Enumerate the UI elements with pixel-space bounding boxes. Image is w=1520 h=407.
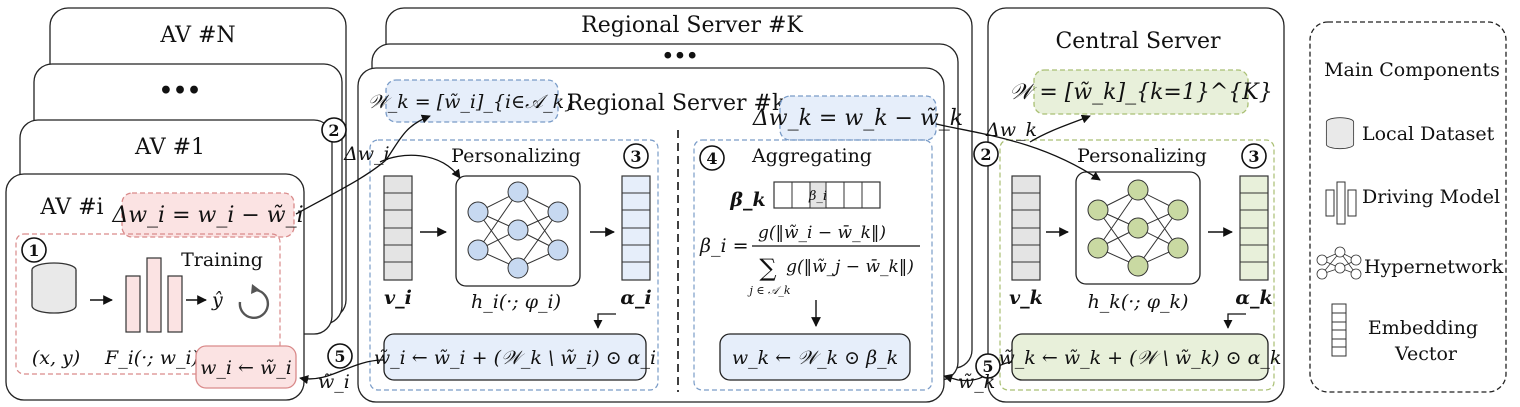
legend-item-driving-model: Driving Model: [1362, 186, 1500, 208]
regional-personalizing-region: [369, 139, 659, 391]
central-personalize-update-box: [1011, 333, 1269, 381]
av-n-title: AV #N: [159, 23, 235, 48]
upload-arrow-regional: [935, 123, 1101, 181]
training-region: [15, 233, 281, 375]
central-hypernetwork-icon: [1075, 171, 1201, 285]
legend-embedding-line: Embedding: [1368, 317, 1478, 339]
step-2-central-badge: [973, 141, 999, 167]
step-5-av-number: 5: [334, 347, 345, 366]
legend-item-hypernetwork: Hypernetwork: [1364, 256, 1504, 278]
legend-title: Main Components: [1324, 59, 1500, 81]
aggregating-region: [693, 139, 933, 391]
av-1-title: AV #1: [134, 135, 205, 160]
regional-delta-formula: Δw_k = w_k − w̃_k: [752, 106, 963, 131]
regional-w-set-box: [385, 79, 559, 123]
av-data-label: (x, y): [32, 347, 80, 369]
driving-model-icon: [125, 257, 183, 333]
step-3-regional-badge: [623, 143, 649, 169]
beta-k-label: β_k: [729, 189, 765, 211]
regional-personalize-update-box: [383, 333, 647, 381]
legend-panel: [1309, 21, 1507, 393]
step-4-badge: [699, 145, 725, 171]
step-4-number: 4: [706, 149, 717, 168]
database-icon: [31, 262, 77, 314]
step-2-central-number: 2: [980, 145, 991, 164]
av-i-title: AV #i: [39, 195, 103, 220]
step-1-number: 1: [28, 241, 39, 260]
step-2-av-number: 2: [328, 121, 339, 140]
central-w-set-box: [1033, 69, 1249, 115]
central-hyper-label: h_k(·; φ_k): [1088, 291, 1189, 313]
wtilde-k-label: w̃_k: [958, 371, 995, 393]
upload-arrow-to-w-set: [1029, 114, 1091, 143]
step-3-central-number: 3: [1248, 147, 1259, 166]
central-w-set: 𝒲 = [w̃_k]_{k=1}^{K}: [1009, 80, 1272, 105]
regional-personalize-update: w̃_i ← w̃_i + (𝒲_k \ w̃_i) ⊙ α_i: [374, 347, 656, 369]
av-update-formula: w_i ← w̃_i: [200, 357, 292, 379]
central-embedding-vector-icon: [1011, 175, 1041, 281]
central-personalizing-title: Personalizing: [1077, 145, 1207, 167]
training-loop-icon: [238, 288, 270, 320]
av-ellipsis: •••: [159, 78, 201, 104]
central-v-label: v_k: [1009, 287, 1043, 309]
step-3-central-badge: [1241, 143, 1267, 169]
beta-denominator: g(‖w̃_j − w̄_k‖): [786, 257, 914, 277]
sum-index: j ∈ 𝒜_k: [746, 284, 790, 297]
legend-driving-model-icon: [1325, 181, 1357, 225]
legend-item-embedding-vector: Embedding Vector: [1368, 317, 1484, 365]
step-3-regional-number: 3: [630, 147, 641, 166]
aggregate-update-box: [719, 333, 911, 381]
regional-alpha-label: α_i: [620, 287, 651, 309]
legend-item-local-dataset: Local Dataset: [1362, 123, 1495, 145]
regional-alpha-vector-icon: [621, 175, 651, 281]
sum-symbol: ∑: [759, 254, 776, 282]
training-label: Training: [181, 249, 263, 271]
regional-hypernetwork-icon: [455, 175, 581, 287]
delta-wi-to-hyper-arrow: [379, 154, 461, 179]
aggregate-update: w_k ← 𝒲_k ⊙ β_k: [732, 347, 898, 369]
beta-vector-icon: [773, 181, 881, 209]
regional-w-set: 𝒲_k = [w̃_i]_{i∈𝒜_k}: [368, 91, 576, 113]
regional-hyper-label: h_i(·; φ_i): [471, 291, 561, 313]
av-delta-formula: Δw_i = w_i − w̃_i: [111, 203, 303, 228]
legend-embedding-line-2: Vector: [1394, 343, 1458, 365]
step-1-badge: [21, 237, 47, 263]
step-5-central-badge: [975, 353, 1001, 379]
regional-K-title: Regional Server #K: [581, 13, 803, 38]
central-title: Central Server: [1055, 29, 1221, 54]
delta-wi-label: Δw_i: [343, 143, 390, 165]
central-alpha-label: α_k: [1235, 287, 1272, 309]
regional-v-label: v_i: [384, 287, 412, 309]
step-5-av-badge: [327, 343, 353, 369]
av-model-label: F_i(·; w_i): [104, 347, 199, 369]
regional-personalizing-title: Personalizing: [451, 145, 581, 167]
legend-hypernetwork-icon: [1316, 246, 1362, 280]
aggregating-title: Aggregating: [751, 145, 872, 167]
step-2-av-badge: [321, 117, 347, 143]
central-personalizing-region: [999, 139, 1275, 391]
regional-ellipsis: •••: [662, 45, 698, 67]
prediction-label: ŷ: [211, 289, 223, 311]
av-delta-box: [121, 192, 295, 238]
regional-k-title: Regional Server #k: [567, 91, 786, 116]
legend-embedding-vector-icon: [1331, 303, 1347, 357]
regional-k-card: [357, 67, 945, 403]
delta-wk-label: Δw_k: [985, 119, 1037, 141]
beta-cell-label: β_i: [808, 189, 827, 204]
beta-lhs: β_i =: [699, 235, 749, 257]
regional-embedding-vector-icon: [383, 175, 413, 281]
wtilde-i-label: w̃_i: [318, 371, 350, 393]
av-update-box: [195, 345, 297, 389]
legend-database-icon: [1325, 117, 1355, 150]
beta-numerator: g(‖w̃_i − w̄_k‖): [758, 223, 886, 243]
step-5-central-number: 5: [982, 357, 993, 376]
central-personalize-update: w̃_k ← w̃_k + (𝒲 \ w̃_k) ⊙ α_k: [999, 347, 1282, 369]
central-alpha-vector-icon: [1239, 175, 1269, 281]
download-arrow-av: [299, 359, 385, 385]
